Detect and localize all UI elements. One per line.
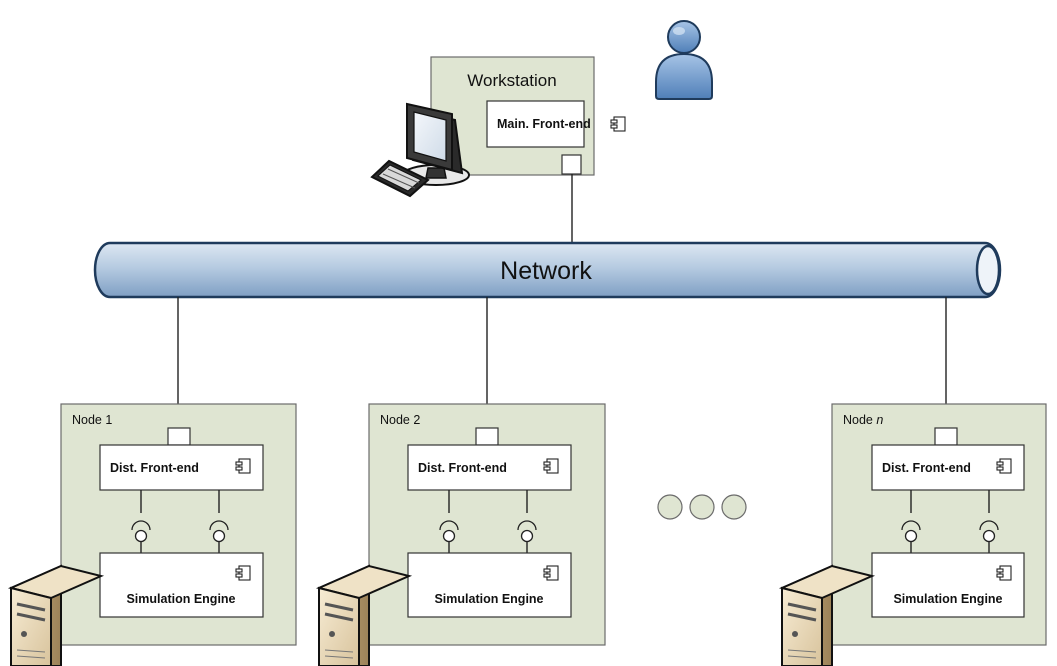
node-label: Node n	[843, 413, 883, 427]
simulation-engine-component	[407, 552, 572, 618]
node-port	[934, 427, 958, 446]
simulation-engine-component	[871, 552, 1025, 618]
interface-connectors	[901, 490, 999, 553]
dist-front-end-label: Dist. Front-end	[110, 461, 199, 475]
ellipsis-dots	[657, 494, 747, 520]
simulation-engine-label: Simulation Engine	[126, 592, 235, 606]
workstation-label: Workstation	[467, 71, 556, 90]
node-label: Node 2	[380, 413, 420, 427]
dist-front-end-label: Dist. Front-end	[882, 461, 971, 475]
node-1: Node 1 Dist. Front-end Simulation Engine	[60, 403, 297, 646]
server-tower-icon	[778, 564, 876, 666]
computer-monitor-icon	[402, 102, 470, 186]
workstation-port	[561, 154, 582, 175]
node-port	[167, 427, 191, 446]
interface-connectors	[131, 490, 229, 553]
dist-front-end-label: Dist. Front-end	[418, 461, 507, 475]
network-pipe: Network	[93, 241, 1002, 299]
node-n: Node n Dist. Front-end Simulation Engine	[831, 403, 1047, 646]
simulation-engine-component	[99, 552, 264, 618]
interface-connectors	[439, 490, 537, 553]
node-label: Node 1	[72, 413, 112, 427]
main-front-end-label: Main. Front-end	[497, 117, 591, 131]
keyboard-icon	[370, 159, 430, 198]
simulation-engine-label: Simulation Engine	[434, 592, 543, 606]
server-tower-icon	[7, 564, 105, 666]
component-icon	[610, 116, 626, 132]
network-label: Network	[500, 257, 592, 285]
user-icon	[655, 20, 713, 100]
simulation-engine-label: Simulation Engine	[893, 592, 1002, 606]
server-tower-icon	[315, 564, 413, 666]
node-port	[475, 427, 499, 446]
main-front-end-component	[486, 100, 585, 148]
node-2: Node 2 Dist. Front-end Simulation Engine	[368, 403, 606, 646]
